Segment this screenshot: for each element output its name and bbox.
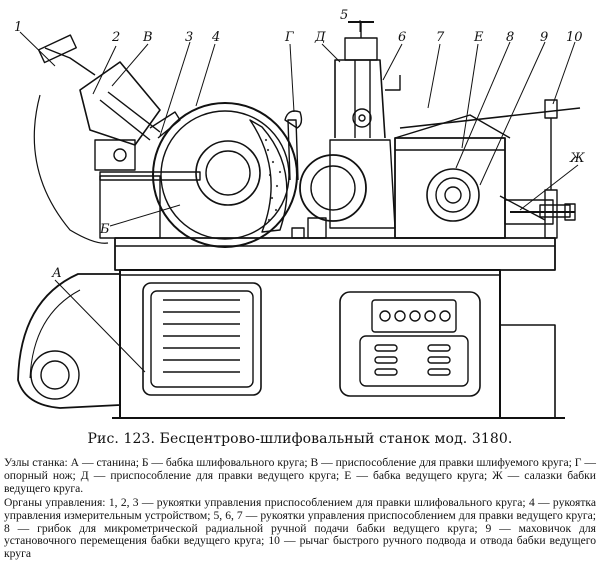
label-B: Б xyxy=(99,222,110,237)
label-9: 9 xyxy=(540,30,548,45)
label-4: 4 xyxy=(211,30,220,45)
leader-lines xyxy=(19,20,579,373)
legend-units: Узлы станка: А — станина; Б — бабка шлиф… xyxy=(4,456,596,495)
machine-drawing: 1 2 В 3 4 Г 5 Д 6 7 Е 8 9 10 Ж Б А xyxy=(14,8,585,419)
label-G: Г xyxy=(284,30,294,45)
label-7: 7 xyxy=(436,30,445,45)
figure-legend: Узлы станка: А — станина; Б — бабка шлиф… xyxy=(4,456,596,561)
label-V: В xyxy=(142,30,153,45)
label-6: 6 xyxy=(398,30,406,45)
grinding-wheel-head xyxy=(99,102,298,248)
truing-device-grinding xyxy=(33,34,181,244)
legend-controls: Органы управления: 1, 2, 3 — рукоятки уп… xyxy=(4,495,596,561)
label-D: Д xyxy=(314,30,326,45)
figure-caption: Рис. 123. Бесцентрово-шлифовальный стано… xyxy=(87,431,513,447)
machine-bed xyxy=(112,269,565,419)
regulating-wheel-dresser xyxy=(299,21,401,229)
label-2: 2 xyxy=(111,30,120,45)
label-5: 5 xyxy=(340,8,348,23)
callout-labels: 1 2 В 3 4 Г 5 Д 6 7 Е 8 9 10 Ж Б А xyxy=(14,8,585,281)
label-A: А xyxy=(51,266,62,281)
label-8: 8 xyxy=(506,30,514,45)
regulating-wheel-head xyxy=(394,99,581,239)
table-slides xyxy=(114,189,571,271)
support-blade xyxy=(284,110,327,239)
label-3: 3 xyxy=(185,30,193,45)
label-10: 10 xyxy=(566,30,583,45)
label-1: 1 xyxy=(14,20,22,35)
label-E: Е xyxy=(473,30,484,45)
label-Zh: Ж xyxy=(569,151,585,166)
